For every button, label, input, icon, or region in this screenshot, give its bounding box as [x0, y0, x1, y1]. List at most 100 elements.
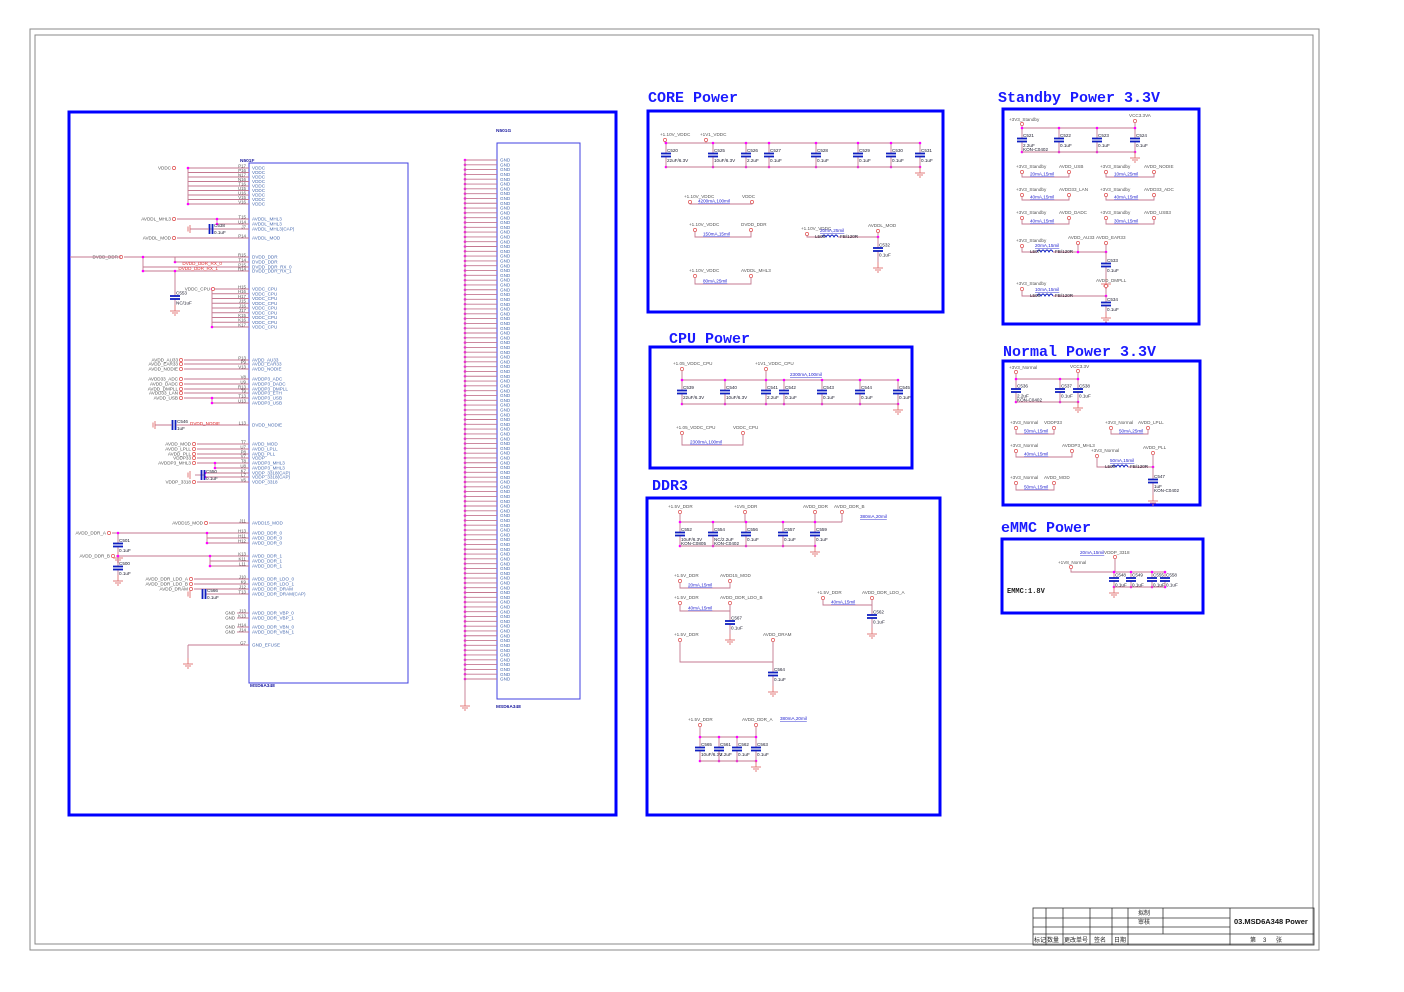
- net-label: AVDD_PLL: [1143, 445, 1167, 450]
- gnd-pin-name: GND: [500, 619, 511, 624]
- pin-number: J13: [239, 608, 247, 613]
- gnd-pin-name: GND: [500, 297, 511, 302]
- capacitor-value: 0.1uF: [823, 395, 835, 400]
- net-port: [179, 367, 183, 371]
- net-label: AVDDL_MOD: [143, 236, 172, 241]
- capacitor-ref: C534: [1107, 297, 1118, 302]
- junction-dot: [858, 378, 862, 382]
- net-label: +3V3_Standby: [1100, 164, 1131, 169]
- junction-dot: [781, 520, 785, 524]
- normal-power-box: [1001, 359, 1202, 507]
- wire: [699, 726, 756, 738]
- junction-dot: [764, 378, 768, 382]
- ic-n501f-ref: N501F: [240, 158, 254, 164]
- gnd-pin-name: GND: [500, 182, 511, 187]
- gnd-pin-name: GND: [500, 345, 511, 350]
- junction-dot: [213, 461, 217, 465]
- inductor-icon: [1036, 293, 1054, 298]
- net-port: [754, 723, 758, 727]
- net-port: [1020, 122, 1024, 126]
- standby-power-title: Standby Power 3.3V: [998, 90, 1160, 107]
- capacitor-value: 0.1uF: [899, 395, 911, 400]
- gnd-pin-name: GND: [500, 605, 511, 610]
- current-note: 10mA,15mil: [1035, 287, 1059, 292]
- col-change-no: 更改单号: [1064, 936, 1088, 944]
- junction-dot: [205, 531, 209, 535]
- pin-number: N17: [238, 172, 247, 177]
- junction-dot: [173, 269, 177, 273]
- capacitor-ref: C559: [816, 527, 827, 532]
- gnd-pin-name: GND: [500, 321, 511, 326]
- junction-dot: [116, 531, 120, 535]
- net-label: +3V3_Normal: [1105, 420, 1133, 425]
- net-port: [111, 554, 115, 558]
- capacitor-value: 0.1uF: [119, 548, 131, 553]
- no-connect-mark: GND: [225, 625, 235, 630]
- net-port: [1052, 481, 1056, 485]
- net-label: AVDD_NODIE: [148, 367, 178, 372]
- inductor-icon: [1036, 249, 1054, 254]
- net-port: [1104, 241, 1108, 245]
- net-label: +3V3_Standby: [1100, 187, 1131, 192]
- junction-dot: [664, 141, 668, 145]
- pin-name: DVDD_DDR: [252, 255, 278, 260]
- net-port: [192, 452, 196, 456]
- net-port: [1152, 193, 1156, 197]
- net-label: +3V3_Standby: [1016, 187, 1047, 192]
- pin-name: AVDD_DDR_VBN_1: [252, 630, 294, 635]
- net-label: AVDD_LPLL: [1138, 420, 1164, 425]
- net-label: +3V3_Standby: [1100, 210, 1131, 215]
- pin-name: VDDC_CPU: [252, 291, 277, 296]
- net-port: [1020, 287, 1024, 291]
- gnd-pin-name: GND: [500, 326, 511, 331]
- junction-dot: [1163, 570, 1167, 574]
- net-port: [688, 200, 692, 204]
- gnd-pin-name: GND: [500, 633, 511, 638]
- gnd-pin-name: GND: [500, 239, 511, 244]
- gnd-pin-name: GND: [500, 158, 511, 163]
- gnd-pin-name: GND: [500, 537, 511, 542]
- gnd-pin-name: GND: [500, 201, 511, 206]
- capacitor-value: 0.1uF: [731, 626, 743, 631]
- net-port: [870, 596, 874, 600]
- net-label: +3V3_Standby: [1016, 210, 1047, 215]
- gnd-pin-name: GND: [500, 470, 511, 475]
- net-port: [741, 431, 745, 435]
- capacitor-ref: C544: [861, 385, 872, 390]
- junction-dot: [918, 141, 922, 145]
- wire: [1096, 457, 1112, 468]
- pin-number: V15: [238, 195, 246, 200]
- no-connect-mark: GND: [225, 630, 235, 635]
- pin-name: DVDD_NODIE: [252, 423, 282, 428]
- gnd-pin-name: GND: [500, 316, 511, 321]
- net-port: [1104, 284, 1108, 288]
- junction-dot: [215, 222, 219, 226]
- net-label: +3V3_Standby: [1016, 281, 1047, 286]
- net-label: AVDD_EAR33: [148, 362, 178, 367]
- gnd-pin-name: GND: [500, 172, 511, 177]
- capacitor-value: 0.1uF: [1098, 143, 1110, 148]
- current-note: 2300mA,100mil: [790, 372, 822, 377]
- net-port: [192, 456, 196, 460]
- pin-number: K13: [238, 613, 246, 618]
- capacitor-ref: C528: [817, 148, 828, 153]
- capacitor-ref: C531: [921, 148, 932, 153]
- gnd-pin-name: GND: [500, 234, 511, 239]
- net-label: +3V3_Standby: [1016, 238, 1047, 243]
- capacitor-value: 0.1uF: [861, 395, 873, 400]
- net-label: +1.5V_DDR: [674, 573, 699, 578]
- pin-number: U15: [238, 186, 247, 191]
- junction-dot: [1014, 377, 1018, 381]
- wire: [1110, 429, 1149, 435]
- gnd-pin-name: GND: [500, 566, 511, 571]
- capacitor-ref: C550: [206, 469, 217, 474]
- capacitor-value: 1uF: [177, 426, 185, 431]
- pin-number: T7: [241, 439, 247, 444]
- net-label: VDDC: [742, 194, 756, 199]
- capacitor-ref: C565: [701, 742, 712, 747]
- net-label: AVDD_NODIE: [1144, 164, 1174, 169]
- pin-name: AVDD_DDR_1: [252, 554, 282, 559]
- junction-dot: [698, 735, 702, 739]
- wire: [1105, 196, 1155, 201]
- net-port: [211, 287, 215, 291]
